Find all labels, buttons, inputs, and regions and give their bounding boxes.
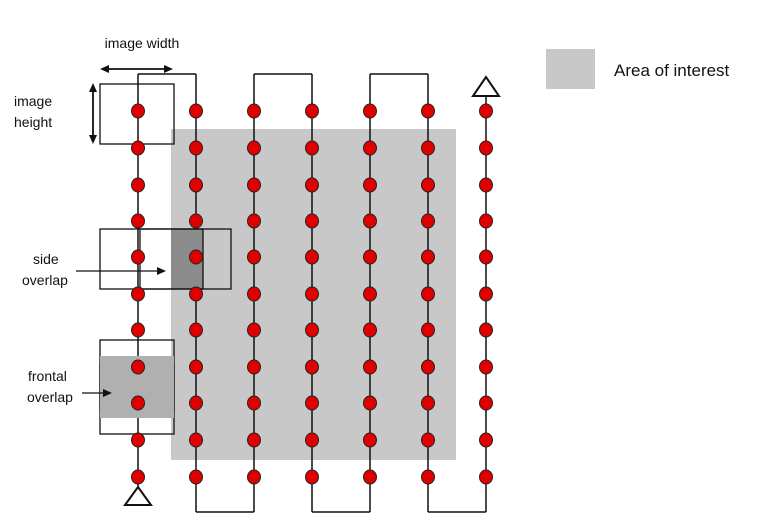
waypoint xyxy=(131,286,145,302)
frontal-overlap-label-line2: overlap xyxy=(27,389,73,405)
image-height-dimension xyxy=(89,83,97,144)
waypoint xyxy=(247,359,261,375)
image-width-label: image width xyxy=(105,35,180,51)
waypoint xyxy=(247,286,261,302)
image-height-label-line2: height xyxy=(14,114,52,130)
waypoint xyxy=(479,395,493,411)
waypoint xyxy=(421,395,435,411)
waypoint xyxy=(421,249,435,265)
waypoint xyxy=(479,359,493,375)
frontal-overlap-footprints xyxy=(99,339,175,435)
waypoint xyxy=(189,249,203,265)
frontal-overlap-arrow xyxy=(82,389,112,397)
waypoint xyxy=(305,286,319,302)
waypoint xyxy=(363,249,377,265)
side-overlap-arrow xyxy=(76,267,166,275)
waypoint xyxy=(421,359,435,375)
waypoint xyxy=(131,395,145,411)
waypoint xyxy=(363,213,377,229)
waypoint xyxy=(131,140,145,156)
waypoint xyxy=(479,286,493,302)
waypoint xyxy=(189,395,203,411)
waypoint xyxy=(421,177,435,193)
waypoint xyxy=(421,469,435,485)
waypoint xyxy=(305,469,319,485)
waypoint xyxy=(305,103,319,119)
waypoint xyxy=(479,177,493,193)
waypoint xyxy=(363,177,377,193)
image-height-label-line1: image xyxy=(14,93,52,109)
waypoint xyxy=(189,177,203,193)
legend-label: Area of interest xyxy=(614,61,730,80)
waypoint xyxy=(247,322,261,338)
waypoint xyxy=(363,432,377,448)
waypoint xyxy=(479,249,493,265)
waypoint xyxy=(131,213,145,229)
waypoint xyxy=(421,213,435,229)
waypoint xyxy=(189,469,203,485)
image-width-dimension xyxy=(100,65,173,73)
side-overlap-label-line2: overlap xyxy=(22,272,68,288)
waypoint xyxy=(131,359,145,375)
waypoint xyxy=(363,469,377,485)
waypoint xyxy=(479,322,493,338)
waypoint xyxy=(421,286,435,302)
start-triangle-marker xyxy=(123,485,153,506)
waypoint xyxy=(131,322,145,338)
waypoint xyxy=(189,432,203,448)
waypoint xyxy=(189,286,203,302)
waypoint xyxy=(131,249,145,265)
waypoint xyxy=(479,213,493,229)
waypoint xyxy=(305,432,319,448)
waypoint xyxy=(247,177,261,193)
waypoint xyxy=(479,432,493,448)
waypoint xyxy=(479,469,493,485)
waypoint xyxy=(305,177,319,193)
waypoint xyxy=(131,469,145,485)
waypoint xyxy=(131,177,145,193)
waypoint xyxy=(305,213,319,229)
waypoints xyxy=(131,103,493,485)
waypoint xyxy=(189,359,203,375)
waypoint xyxy=(363,286,377,302)
waypoint xyxy=(479,140,493,156)
waypoint xyxy=(247,213,261,229)
waypoint xyxy=(421,322,435,338)
waypoint xyxy=(479,103,493,119)
waypoint xyxy=(247,103,261,119)
waypoint xyxy=(247,469,261,485)
waypoint xyxy=(305,322,319,338)
waypoint xyxy=(305,359,319,375)
waypoint xyxy=(247,395,261,411)
waypoint xyxy=(131,432,145,448)
waypoint xyxy=(189,322,203,338)
waypoint xyxy=(421,140,435,156)
waypoint xyxy=(247,249,261,265)
legend-swatch xyxy=(546,49,595,89)
side-overlap-label-line1: side xyxy=(33,251,59,267)
waypoint xyxy=(305,395,319,411)
waypoint xyxy=(363,103,377,119)
waypoint xyxy=(305,140,319,156)
waypoint xyxy=(305,249,319,265)
waypoint xyxy=(421,432,435,448)
waypoint xyxy=(189,103,203,119)
frontal-overlap-label-line1: frontal xyxy=(28,368,67,384)
waypoint xyxy=(421,103,435,119)
waypoint xyxy=(131,103,145,119)
waypoint xyxy=(247,432,261,448)
waypoint xyxy=(363,322,377,338)
waypoint xyxy=(189,140,203,156)
waypoint xyxy=(363,359,377,375)
waypoint xyxy=(247,140,261,156)
waypoint xyxy=(363,395,377,411)
end-triangle-marker xyxy=(471,75,501,97)
waypoint xyxy=(189,213,203,229)
waypoint xyxy=(363,140,377,156)
